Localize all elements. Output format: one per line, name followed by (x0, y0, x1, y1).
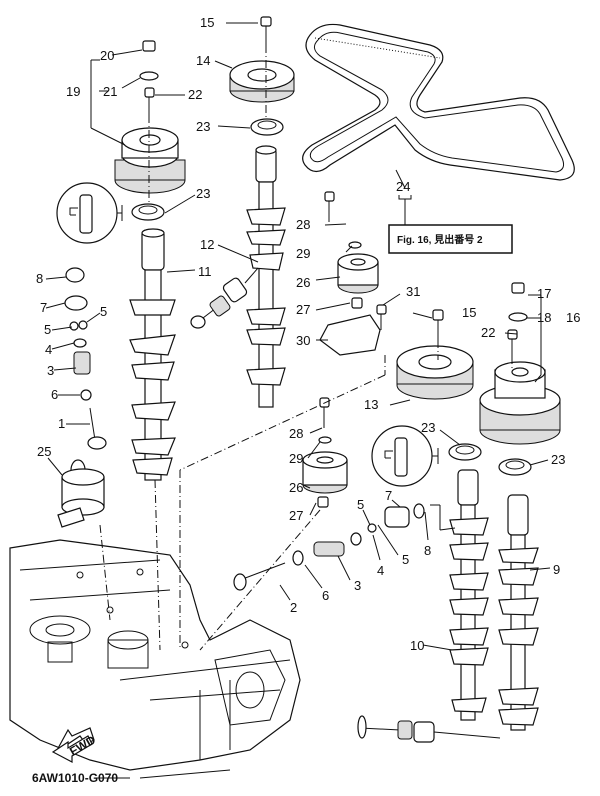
idler-upper (319, 241, 381, 356)
tensioner (57, 459, 105, 528)
callouts: 15 14 20 19 21 22 23 23 12 11 8 7 5 5 4 … (36, 15, 580, 653)
callout-29-upper: 29 (296, 246, 310, 261)
leader-lines (45, 22, 551, 779)
callout-17: 17 (537, 286, 551, 301)
figure-reference-box: Fig. 16, 見出番号 2 (388, 224, 513, 254)
callout-10: 10 (410, 638, 424, 653)
cylinder-head-block (9, 539, 301, 771)
callout-15-right: 15 (462, 305, 476, 320)
callout-25: 25 (37, 444, 51, 459)
valve-train-center (233, 503, 425, 591)
dowel-inset-right (371, 425, 439, 487)
callout-5-left-a: 5 (100, 304, 107, 319)
camshaft-right-10 (449, 469, 489, 721)
callout-15: 15 (200, 15, 214, 30)
callout-20: 20 (100, 48, 114, 63)
callout-27-upper: 27 (296, 302, 310, 317)
callout-1: 1 (58, 416, 65, 431)
callout-6-center: 6 (322, 588, 329, 603)
callout-12: 12 (200, 237, 214, 252)
callout-5-center-b: 5 (402, 552, 409, 567)
callout-23-left: 23 (196, 186, 210, 201)
callout-11: 11 (198, 264, 212, 279)
oil-seals (131, 118, 532, 476)
figure-reference-text: Fig. 16, 見出番号 2 (397, 233, 483, 246)
callout-5-center-a: 5 (357, 497, 364, 512)
callout-2: 2 (290, 600, 297, 615)
callout-16: 16 (566, 310, 580, 325)
callout-14: 14 (196, 53, 210, 68)
callout-8-left: 8 (36, 271, 43, 286)
callout-4-left: 4 (45, 342, 52, 357)
figure-code: 6AW1010-G070 (32, 771, 118, 785)
callout-28-upper: 28 (296, 217, 310, 232)
callout-7-center: 7 (385, 488, 392, 503)
lash-adjuster-bottom (357, 715, 501, 743)
camshaft-center (246, 145, 286, 408)
callout-29-lower: 29 (289, 451, 303, 466)
callout-4-center: 4 (377, 563, 384, 578)
callout-19: 19 (66, 84, 80, 99)
callout-23-center: 23 (196, 119, 210, 134)
callout-31: 31 (406, 284, 420, 299)
callout-22-right: 22 (481, 325, 495, 340)
callout-18: 18 (537, 310, 551, 325)
callout-5-left-b: 5 (44, 322, 51, 337)
callout-28-lower: 28 (289, 426, 303, 441)
lash-adjuster-center (190, 267, 259, 329)
cam-sprocket-14 (229, 60, 295, 103)
bolts (139, 16, 528, 428)
callout-24: 24 (396, 179, 410, 194)
cam-sprocket-13 (396, 345, 474, 400)
timing-belt (302, 23, 575, 181)
callout-23-right-b: 23 (551, 452, 565, 467)
callout-26-upper: 26 (296, 275, 310, 290)
vvt-sprocket-16 (479, 361, 561, 445)
vvt-sprocket-19 (114, 127, 186, 194)
callout-22: 22 (188, 87, 202, 102)
dowel-inset-left (56, 182, 123, 244)
callout-3-left: 3 (47, 363, 54, 378)
callout-13: 13 (364, 397, 378, 412)
callout-23-right-a: 23 (421, 420, 435, 435)
callout-26-lower: 26 (289, 480, 303, 495)
callout-6-left: 6 (51, 387, 58, 402)
valve-train-left (64, 267, 107, 450)
callout-9: 9 (553, 562, 560, 577)
callout-30: 30 (296, 333, 310, 348)
camshaft-right-9 (498, 494, 539, 731)
callout-21: 21 (103, 84, 117, 99)
callout-7-left: 7 (40, 300, 47, 315)
callout-27-lower: 27 (289, 508, 303, 523)
camshaft-left (129, 228, 176, 481)
callout-3-center: 3 (354, 578, 361, 593)
callout-8-center: 8 (424, 543, 431, 558)
idler-lower (302, 436, 348, 508)
